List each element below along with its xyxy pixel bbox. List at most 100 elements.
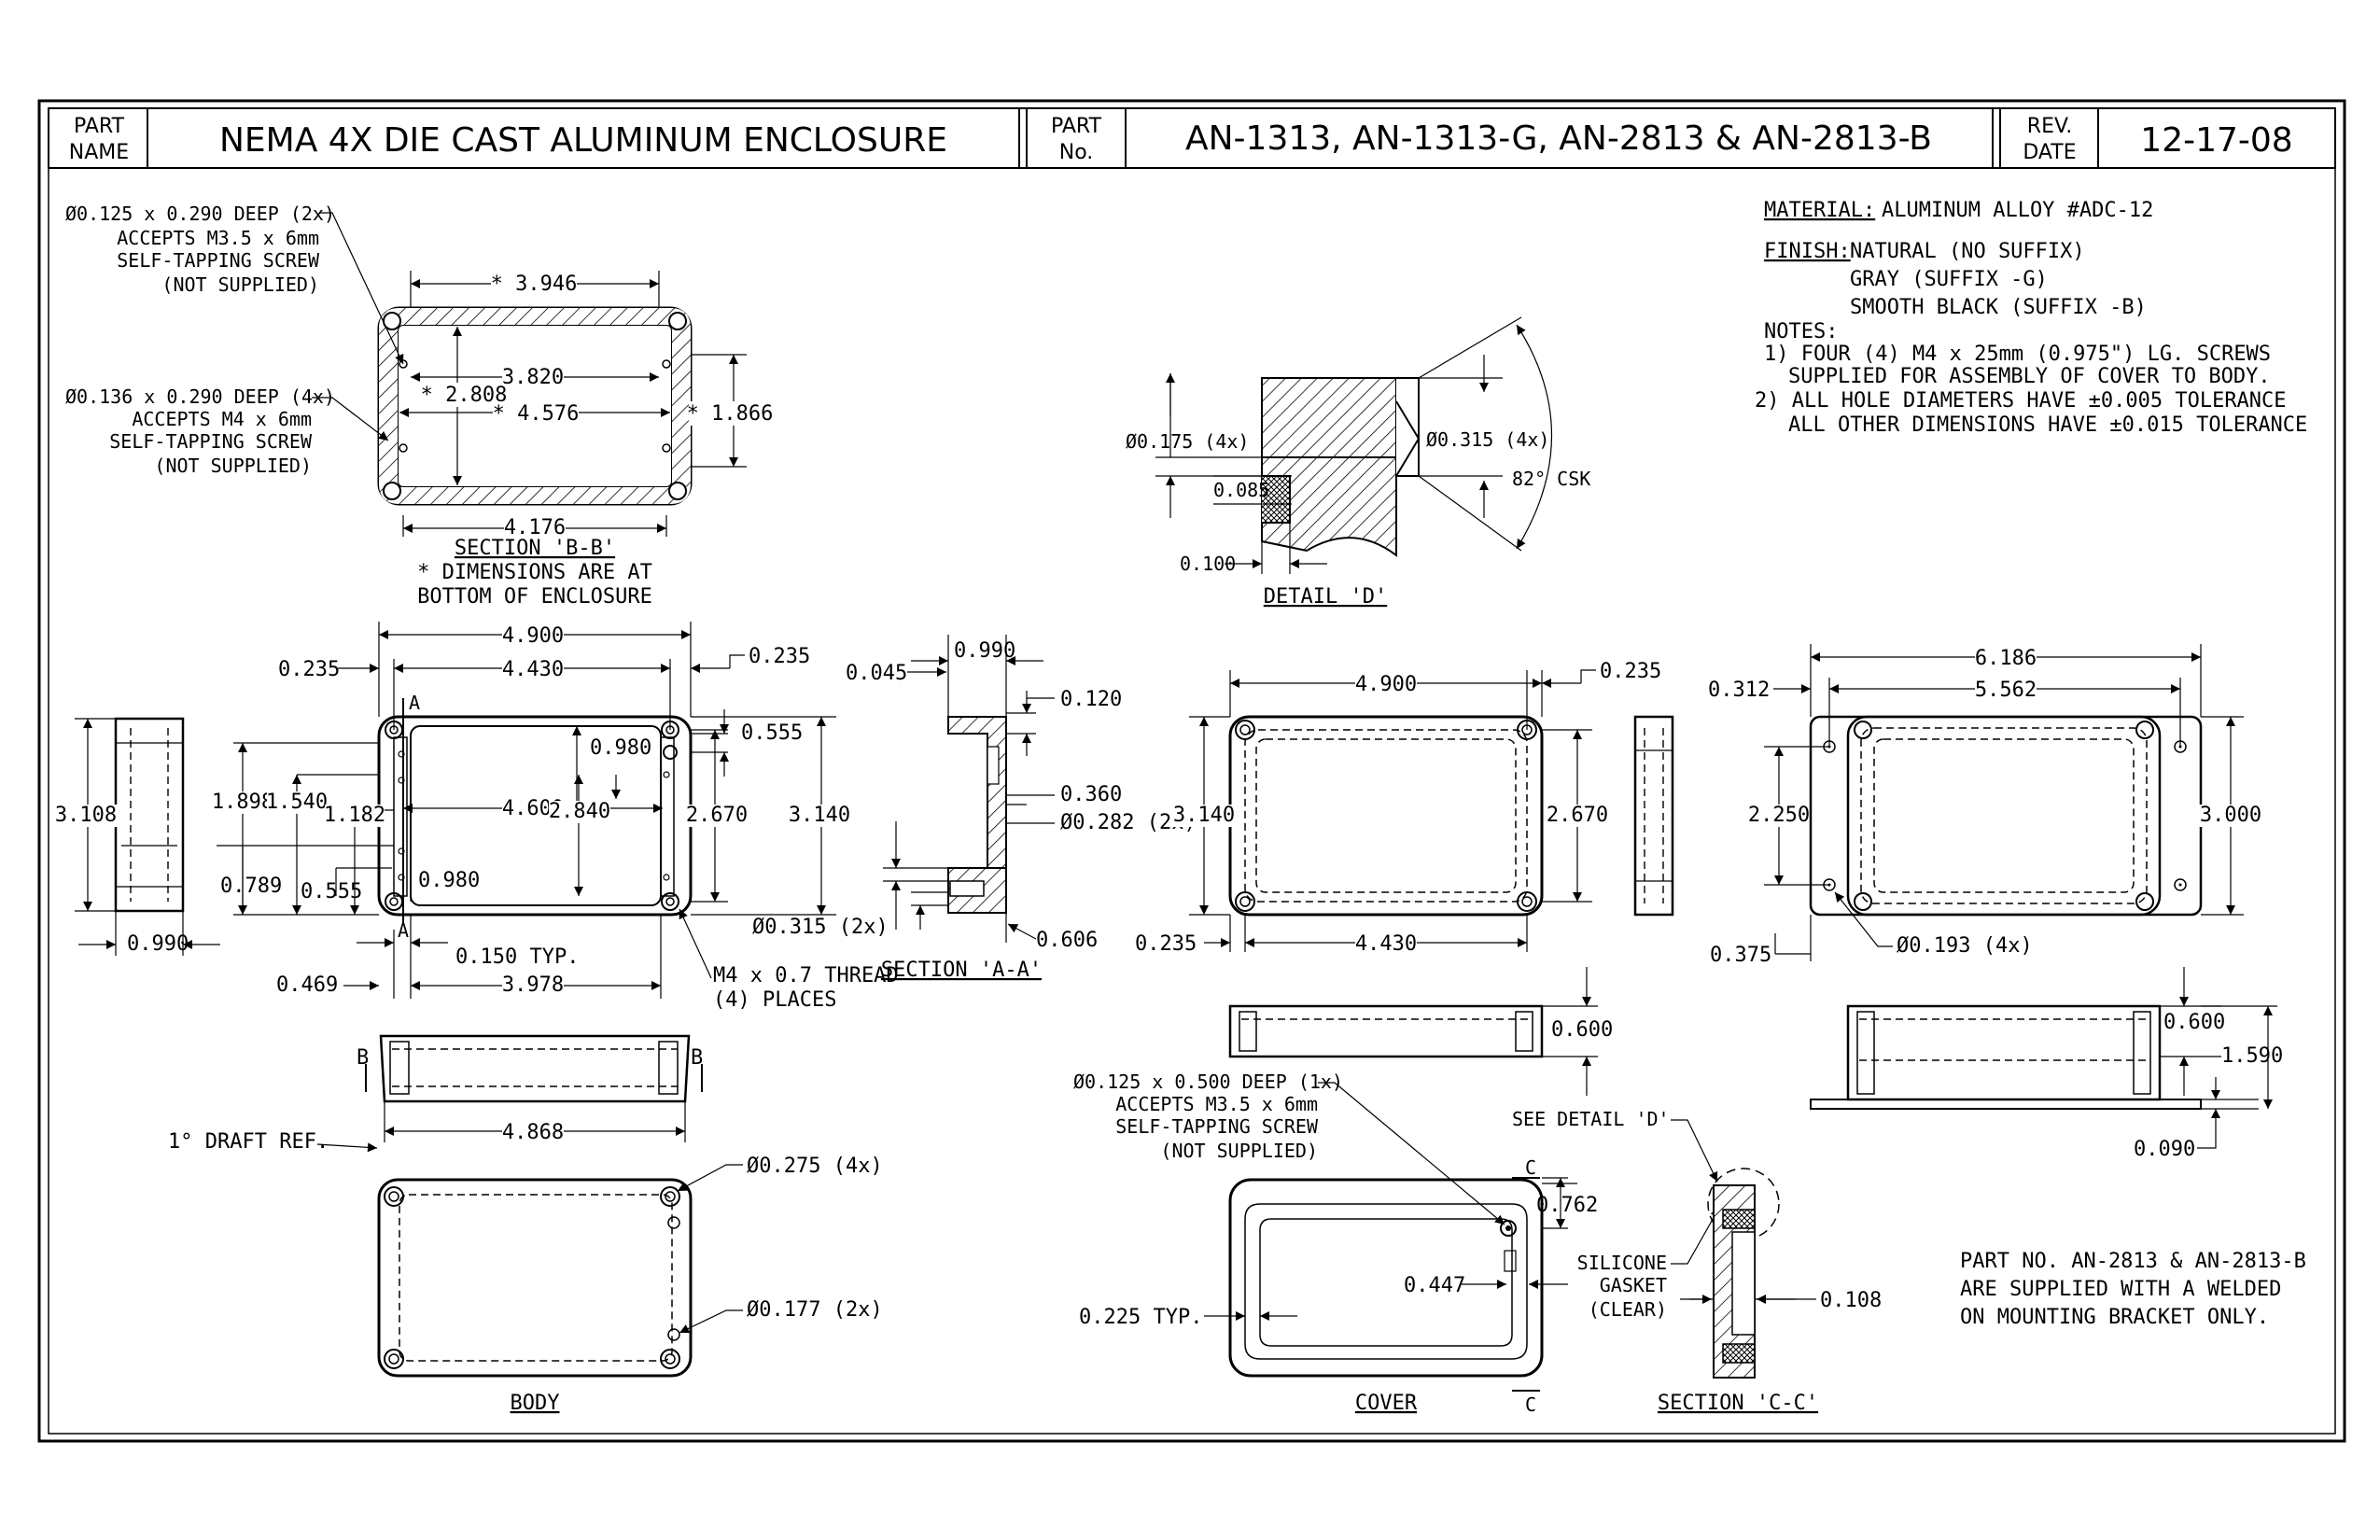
bracket-note-3: ON MOUNTING BRACKET ONLY. — [1960, 1306, 2269, 1329]
notes-label: NOTES: — [1764, 320, 1838, 343]
section-aa-title: SECTION 'A-A' — [881, 959, 1042, 982]
finish-natural: NATURAL (NO SUFFIX) — [1850, 240, 2085, 263]
bb-hole1-c: SELF-TAPPING SCREW — [117, 249, 320, 272]
body-dim-0980-top: 0.980 — [590, 736, 651, 760]
body-bottom-view: Ø0.275 (4x) Ø0.177 (2x) BODY — [377, 1155, 883, 1415]
bb-hole1-b: ACCEPTS M3.5 x 6mm — [117, 227, 319, 249]
bb-hole2-a: Ø0.136 x 0.290 DEEP (4x) — [65, 385, 335, 408]
detail-d-dim-085: 0.085 — [1213, 479, 1269, 501]
cover-section-c-bottom: C — [1525, 1393, 1536, 1416]
material-value: ALUMINUM ALLOY #ADC-12 — [1882, 199, 2153, 222]
note-1b: SUPPLIED FOR ASSEMBLY OF COVER TO BODY. — [1788, 365, 2271, 388]
body-dim-4868: 4.868 — [502, 1121, 564, 1144]
bracket-note-2: ARE SUPPLIED WITH A WELDED — [1960, 1278, 2281, 1301]
bb-hole1-a: Ø0.125 x 0.290 DEEP (2x) — [65, 203, 335, 225]
body-dim-1182: 1.182 — [324, 804, 385, 827]
bracket-note-1: PART NO. AN-2813 & AN-2813-B — [1960, 1250, 2306, 1273]
body-dim-1540: 1.540 — [266, 791, 328, 814]
cc-dim-0108: 0.108 — [1820, 1289, 1882, 1312]
bracket-side-view: 0.600 1.590 0.090 — [1810, 967, 2283, 1161]
aa-dim-0315: Ø0.315 (2x) — [752, 916, 889, 939]
finish-label: FINISH: — [1764, 240, 1851, 263]
aa-dim-0606: 0.606 — [1036, 929, 1098, 952]
detail-d-view: Ø0.175 (4x) 0.085 Ø0.315 (4x) 82° CSK 0.… — [1126, 316, 1590, 609]
section-bb-view: * 3.946 3.820 * 2.808 * 4.576 * 1.866 4.… — [65, 203, 775, 609]
cover-dim-4430: 4.430 — [1355, 932, 1417, 956]
body-dim-3140: 3.140 — [789, 804, 850, 827]
note-2b: ALL OTHER DIMENSIONS HAVE ±0.015 TOLERAN… — [1788, 413, 2307, 437]
cover-hole-b: ACCEPTS M3.5 x 6mm — [1115, 1093, 1318, 1115]
cover-dim-0600: 0.600 — [1551, 1018, 1613, 1042]
cover-dim-3140: 3.140 — [1173, 804, 1235, 827]
general-notes: MATERIAL: ALUMINUM ALLOY #ADC-12 FINISH:… — [1755, 199, 2307, 437]
body-dim-2670: 2.670 — [686, 804, 748, 827]
title-block: PART NAME NEMA 4X DIE CAST ALUMINUM ENCL… — [48, 107, 2336, 169]
body-dim-0990: 0.990 — [127, 932, 189, 956]
cover-dim-0447: 0.447 — [1404, 1274, 1465, 1297]
body-title: BODY — [511, 1392, 560, 1415]
body-dim-4900: 4.900 — [502, 624, 564, 648]
detail-d-csk: 82° CSK — [1512, 468, 1590, 490]
body-section-a-bottom: A — [398, 919, 409, 942]
body-top-view: A A 4.900 4.430 0.235 0.235 0.980 0.555 … — [212, 622, 899, 1012]
cover-see-detail: SEE DETAIL 'D' — [1512, 1108, 1670, 1130]
body-dim-4430: 4.430 — [502, 658, 564, 681]
part-number: AN-1313, AN-1313-G, AN-2813 & AN-2813-B — [1185, 119, 1932, 158]
body-dim-3978: 3.978 — [502, 973, 564, 997]
cover-dim-0762: 0.762 — [1536, 1194, 1598, 1217]
bb-dim-1866: * 1.866 — [687, 402, 774, 426]
bb-note-2: BOTTOM OF ENCLOSURE — [417, 585, 652, 609]
outer-border — [37, 99, 2346, 1443]
detail-d-dim-315: Ø0.315 (4x) — [1426, 428, 1549, 451]
cover-dim-0235-top: 0.235 — [1600, 660, 1661, 683]
cover-title: COVER — [1355, 1392, 1418, 1415]
bracket-dim-0090: 0.090 — [2134, 1138, 2195, 1161]
bb-dim-3946: * 3.946 — [491, 273, 578, 296]
bb-hole1-d: (NOT SUPPLIED) — [161, 273, 319, 296]
section-aa-view: 0.990 0.045 0.120 0.360 Ø0.282 (2x) Ø0.3… — [752, 635, 1197, 982]
body-draft: 1° DRAFT REF. — [168, 1130, 329, 1154]
body-dim-0555-left: 0.555 — [301, 880, 362, 903]
rev-date: 12-17-08 — [2140, 121, 2292, 160]
body-thread-1: M4 x 0.7 THREAD — [713, 964, 899, 987]
part-no-label-1: PART — [1051, 115, 1102, 138]
bracket-note: PART NO. AN-2813 & AN-2813-B ARE SUPPLIE… — [1960, 1250, 2306, 1329]
part-name-label-1: PART — [74, 115, 125, 138]
body-dim-0150: 0.150 TYP. — [455, 945, 579, 969]
body-section-b-right: B — [691, 1046, 703, 1070]
body-section-a-top: A — [409, 692, 420, 714]
cover-dim-0235-bottom: 0.235 — [1135, 932, 1197, 956]
body-dim-0789: 0.789 — [220, 875, 282, 898]
part-name: NEMA 4X DIE CAST ALUMINUM ENCLOSURE — [219, 121, 947, 160]
cover-gasket-1: SILICONE — [1577, 1252, 1667, 1274]
cover-gasket-2: GASKET — [1600, 1274, 1667, 1296]
bracket-dim-5562: 5.562 — [1975, 679, 2037, 702]
cover-gasket-3: (CLEAR) — [1589, 1298, 1667, 1321]
bb-dim-3820: 3.820 — [502, 366, 564, 389]
section-cc-title: SECTION 'C-C' — [1658, 1392, 1818, 1415]
detail-d-dim-100: 0.100 — [1180, 553, 1236, 575]
cover-dim-2670: 2.670 — [1547, 804, 1608, 827]
body-dim-2840: 2.840 — [549, 800, 610, 823]
bb-hole2-d: (NOT SUPPLIED) — [154, 455, 312, 477]
bb-note-1: * DIMENSIONS ARE AT — [417, 561, 652, 584]
body-section-b-left: B — [357, 1046, 369, 1070]
body-dim-0235-right: 0.235 — [749, 645, 810, 668]
detail-d-title: DETAIL 'D' — [1264, 585, 1387, 609]
finish-black: SMOOTH BLACK (SUFFIX -B) — [1850, 296, 2147, 319]
note-2a: 2) ALL HOLE DIAMETERS HAVE ±0.005 TOLERA… — [1755, 389, 2287, 413]
body-dim-0980-bottom: 0.980 — [418, 869, 480, 892]
bracket-dim-3000: 3.000 — [2200, 804, 2261, 827]
part-name-label-2: NAME — [69, 141, 129, 164]
finish-gray: GRAY (SUFFIX -G) — [1850, 268, 2048, 291]
body-end-view: 3.108 0.990 — [55, 717, 220, 956]
cover-section-c-top: C — [1525, 1156, 1536, 1179]
material-label: MATERIAL: — [1764, 199, 1875, 222]
body-dim-1898: 1.898 — [212, 791, 273, 814]
cover-bottom-view: C C 0.762 0.447 0.225 TYP. Ø0.125 x 0.50… — [1073, 1071, 1720, 1416]
bb-dim-4576: * 4.576 — [493, 402, 580, 426]
body-dim-0469: 0.469 — [276, 973, 338, 997]
bb-hole2-c: SELF-TAPPING SCREW — [109, 430, 313, 453]
bracket-dim-0312: 0.312 — [1708, 679, 1770, 702]
